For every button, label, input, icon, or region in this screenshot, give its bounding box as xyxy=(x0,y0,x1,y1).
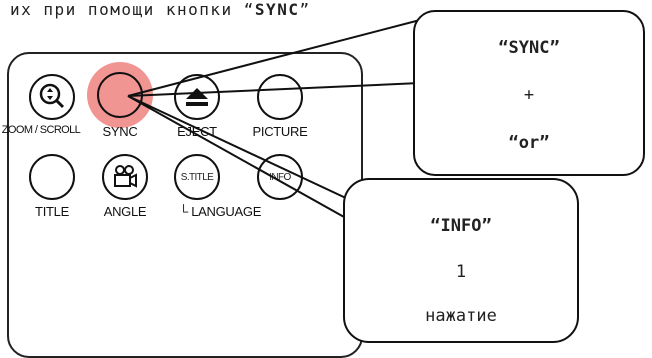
info-callout-count: 1 xyxy=(455,262,467,282)
info-button[interactable]: INFO xyxy=(257,154,303,200)
instruction-suffix: ” xyxy=(299,0,311,19)
instruction-prefix: их при помощи кнопки “ xyxy=(10,0,255,19)
connector-lines xyxy=(127,19,421,237)
angle-label: ANGLE xyxy=(103,204,147,219)
sync-connector-middle xyxy=(127,82,421,97)
camera-icon xyxy=(114,165,137,188)
remote-control: ZOOM / SCROLL SYNC EJECT PICTURE TITLE A… xyxy=(2,52,363,358)
info-callout-word: нажатие xyxy=(425,306,497,326)
instruction-keyword: SYNC xyxy=(254,0,300,19)
eject-label: EJECT xyxy=(177,124,217,139)
s-title-text: S.TITLE xyxy=(180,171,214,183)
sync-connector-top xyxy=(127,19,421,97)
angle-button[interactable] xyxy=(102,154,148,200)
zoom-scroll-label: ZOOM / SCROLL xyxy=(1,124,81,136)
sync-callout-plus: + xyxy=(523,85,535,105)
sync-callout-or: “or” xyxy=(508,133,550,153)
s-title-button[interactable]: S.TITLE xyxy=(174,154,220,200)
language-label: └ LANGUAGE xyxy=(179,204,262,219)
zoom-icon xyxy=(39,83,65,109)
info-callout: “INFO” 1 нажатие xyxy=(343,178,579,343)
picture-label: PICTURE xyxy=(252,124,308,139)
zoom-scroll-button[interactable] xyxy=(29,74,75,120)
info-connector-lower xyxy=(127,95,381,215)
sync-callout: “SYNC” + “or” xyxy=(413,10,645,176)
title-label: TITLE xyxy=(35,204,69,219)
sync-label: SYNC xyxy=(102,124,138,139)
instruction-text: их при помощи кнопки “SYNC” xyxy=(10,0,311,19)
sync-callout-title: “SYNC” xyxy=(498,38,560,58)
title-button[interactable] xyxy=(29,154,75,200)
info-callout-title: “INFO” xyxy=(430,216,492,236)
picture-button[interactable] xyxy=(257,74,303,120)
info-text: INFO xyxy=(269,171,291,183)
info-connector-bottom xyxy=(127,95,379,237)
